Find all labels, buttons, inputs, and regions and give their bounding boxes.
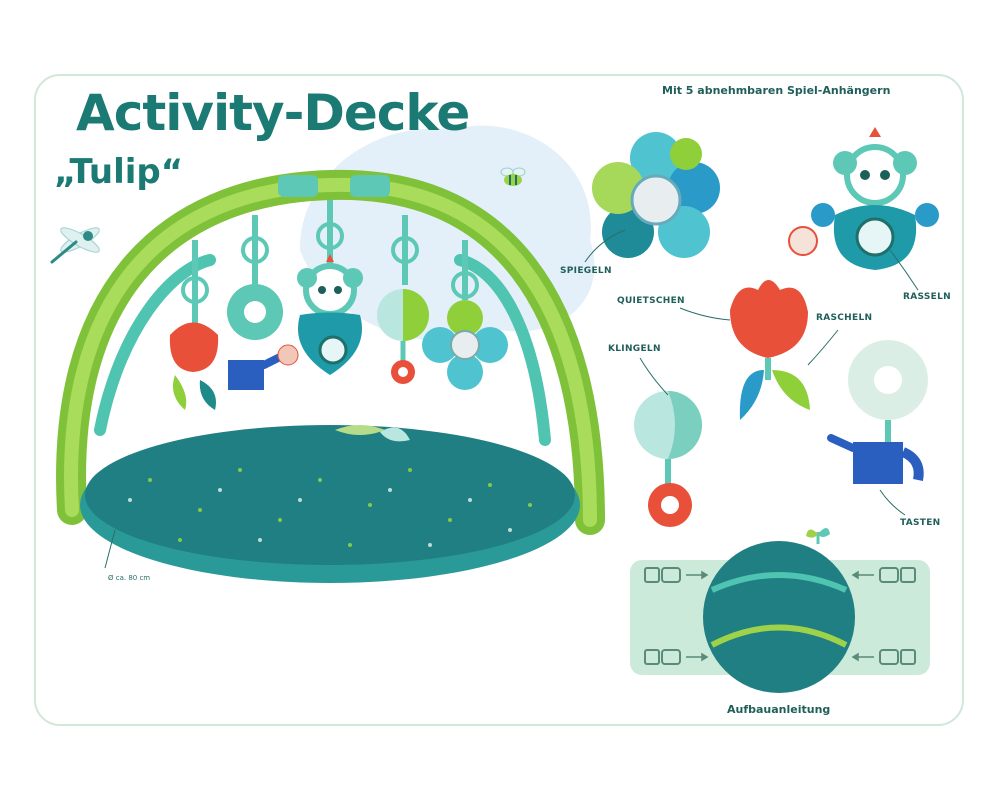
feature-label-rasseln: RASSELN [903,292,951,302]
feature-label-spiegeln: SPIEGELN [560,266,612,276]
feature-label-rascheln: RASCHELN [816,313,873,323]
tasten-pointer [879,489,906,516]
diameter-pointer [104,529,116,569]
feature-label-tasten: TASTEN [900,518,941,528]
panda-rattle [788,127,939,270]
product-name: „Tulip“ [54,152,184,192]
tulip-toy [730,280,810,420]
diameter-label: Ø ca. 80 cm [108,574,151,582]
hanging-toys [169,200,508,410]
ball-teether [634,391,702,527]
spiegeln-pointer [584,229,626,263]
tagline: Mit 5 abnehmbaren Spiel-Anhängern [662,84,891,97]
bee-icon [500,167,526,186]
play-mat [80,425,580,583]
page-title: Activity-Decke [76,84,470,142]
mirror-flower [592,132,720,258]
donut-watering-can [827,340,928,484]
assembly-diagram [630,528,930,693]
assembly-label: Aufbauanleitung [727,703,831,716]
dragonfly-icon [50,227,100,264]
rascheln-pointer [807,329,839,366]
quietschen-pointer [679,307,731,321]
rasseln-pointer [889,249,919,291]
feature-label-klingeln: KLINGELN [608,344,661,354]
buckle-icon [644,567,916,665]
feature-label-quietschen: QUIETSCHEN [617,296,685,306]
sprout-icon [806,528,830,544]
klingeln-pointer [639,357,669,396]
play-gym-arch [56,169,605,535]
